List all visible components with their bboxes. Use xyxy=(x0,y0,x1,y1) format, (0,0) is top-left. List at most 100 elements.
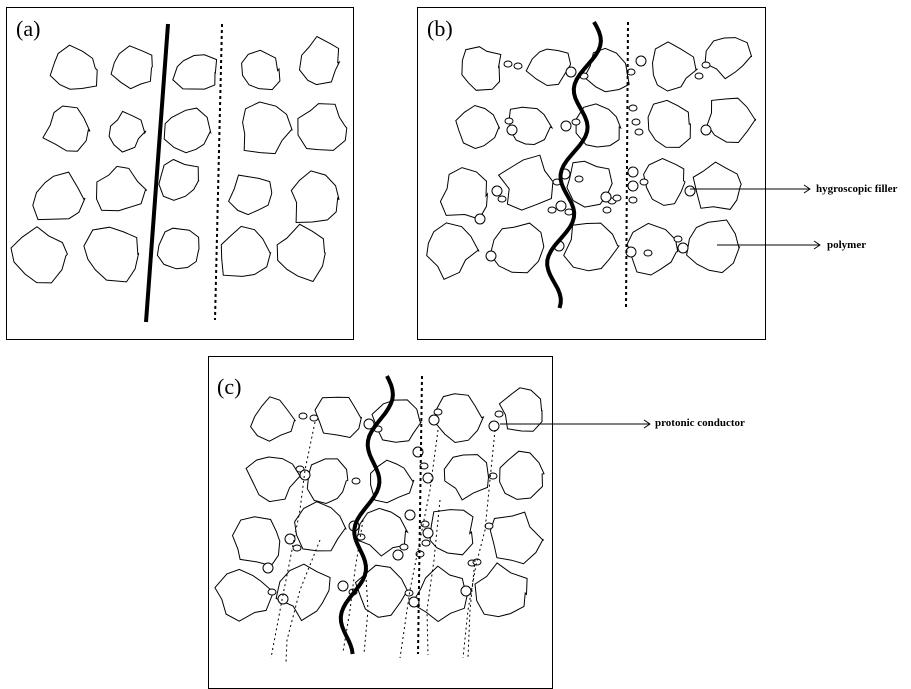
filler-particle xyxy=(488,420,500,432)
filler-particle xyxy=(565,66,577,78)
filler-particle xyxy=(460,585,472,597)
polymer-particle xyxy=(370,459,415,504)
polymer-particle xyxy=(563,222,620,272)
filler-particle xyxy=(700,124,712,136)
dotted-conduction-path xyxy=(214,23,223,321)
polymer-particle xyxy=(42,105,91,152)
filler-particle xyxy=(484,522,494,530)
filler-particle xyxy=(628,196,638,204)
solid-wavy-conduction-path xyxy=(545,21,603,309)
polymer-particle xyxy=(411,565,469,623)
polymer-particle xyxy=(651,41,698,92)
polymer-particle xyxy=(489,511,544,565)
polymer-particle xyxy=(647,99,691,148)
polymer-particle xyxy=(583,47,630,93)
polymer-particle xyxy=(110,45,153,90)
filler-particle xyxy=(634,128,644,136)
proton-path-1 xyxy=(270,421,316,659)
polymer-particle xyxy=(231,516,281,567)
polymer-particle xyxy=(429,509,474,556)
filler-particle xyxy=(392,549,404,561)
filler-particle xyxy=(612,194,622,202)
polymer-pointer-arrow-head xyxy=(813,240,821,250)
polymer-particle xyxy=(356,507,409,557)
filler-particle xyxy=(497,195,507,203)
polymer-particle xyxy=(426,222,480,280)
polymer-particle xyxy=(498,387,543,432)
filler-particle xyxy=(284,533,296,545)
filler-particle xyxy=(625,246,637,258)
polymer-particle xyxy=(95,165,148,212)
polymer-particle xyxy=(306,458,349,505)
polymer-particle xyxy=(443,454,490,501)
polymer-particle xyxy=(163,107,212,154)
polymer-particle xyxy=(276,223,326,283)
filler-particle xyxy=(351,477,361,485)
filler-particle xyxy=(474,213,486,225)
filler-particle xyxy=(631,118,641,126)
filler-particle xyxy=(600,191,612,203)
filler-particle xyxy=(701,61,711,69)
polymer-particle xyxy=(499,450,545,500)
filler-particle xyxy=(694,72,704,80)
filler-particle xyxy=(628,104,638,112)
filler-particle xyxy=(408,596,420,608)
polymer-particle xyxy=(434,393,485,444)
proton-path-2 xyxy=(285,539,321,663)
proton-path-7 xyxy=(467,559,476,659)
filler-particle xyxy=(602,206,612,214)
filler-particle xyxy=(422,527,434,539)
filler-particle xyxy=(571,118,581,126)
polymer-particle xyxy=(706,97,757,144)
protonic-conductor-pointer-arrow-head xyxy=(643,419,651,429)
filler-particle xyxy=(488,472,498,480)
dotted-conduction-path-c xyxy=(417,375,423,655)
polymer-particle xyxy=(497,154,555,211)
polymer-particle xyxy=(108,110,147,153)
polymer-particle xyxy=(643,157,686,206)
filler-particle xyxy=(684,185,696,197)
polymer-particle xyxy=(294,501,347,552)
filler-particle xyxy=(420,520,430,528)
polymer-particle xyxy=(228,174,273,216)
polymer-particle xyxy=(156,227,200,270)
polymer-particle xyxy=(692,161,742,210)
filler-particle xyxy=(491,185,503,197)
filler-particle xyxy=(643,249,653,257)
filler-particle xyxy=(547,206,557,214)
proton-path-5 xyxy=(426,499,441,656)
hygroscopic-filler-label: hygroscopic filler xyxy=(816,183,898,195)
filler-particle xyxy=(404,509,416,521)
proton-path-4 xyxy=(399,429,439,659)
filler-pointer-arrow-head xyxy=(803,184,811,194)
polymer-particle xyxy=(314,396,362,439)
proton-path-6 xyxy=(462,429,496,659)
filler-particle xyxy=(404,589,414,597)
filler-particle xyxy=(673,235,683,243)
polymer-particle xyxy=(474,562,528,618)
polymer-particle xyxy=(32,171,86,221)
filler-particle xyxy=(428,414,440,426)
polymer-particle xyxy=(566,160,613,208)
filler-particle xyxy=(635,55,647,67)
filler-particle xyxy=(267,588,277,596)
filler-particle xyxy=(506,124,518,136)
polymer-particle xyxy=(525,48,572,87)
panel-b-label: (b) xyxy=(427,16,453,41)
polymer-particle xyxy=(290,170,340,224)
polymer-particle xyxy=(172,54,218,90)
polymer-label: polymer xyxy=(827,239,867,251)
polymer-particle xyxy=(275,563,331,622)
polymer-particle xyxy=(242,101,293,155)
panel-a-label: (a) xyxy=(16,16,41,41)
filler-particle xyxy=(299,469,311,481)
filler-particle xyxy=(627,166,639,178)
polymer-particle xyxy=(250,396,296,442)
proton-path-8 xyxy=(363,559,369,655)
filler-particle xyxy=(494,410,504,418)
filler-particle xyxy=(485,250,497,262)
filler-particle xyxy=(309,414,319,422)
filler-particle xyxy=(503,60,513,68)
polymer-particle xyxy=(354,564,408,618)
filler-particle xyxy=(262,562,274,574)
